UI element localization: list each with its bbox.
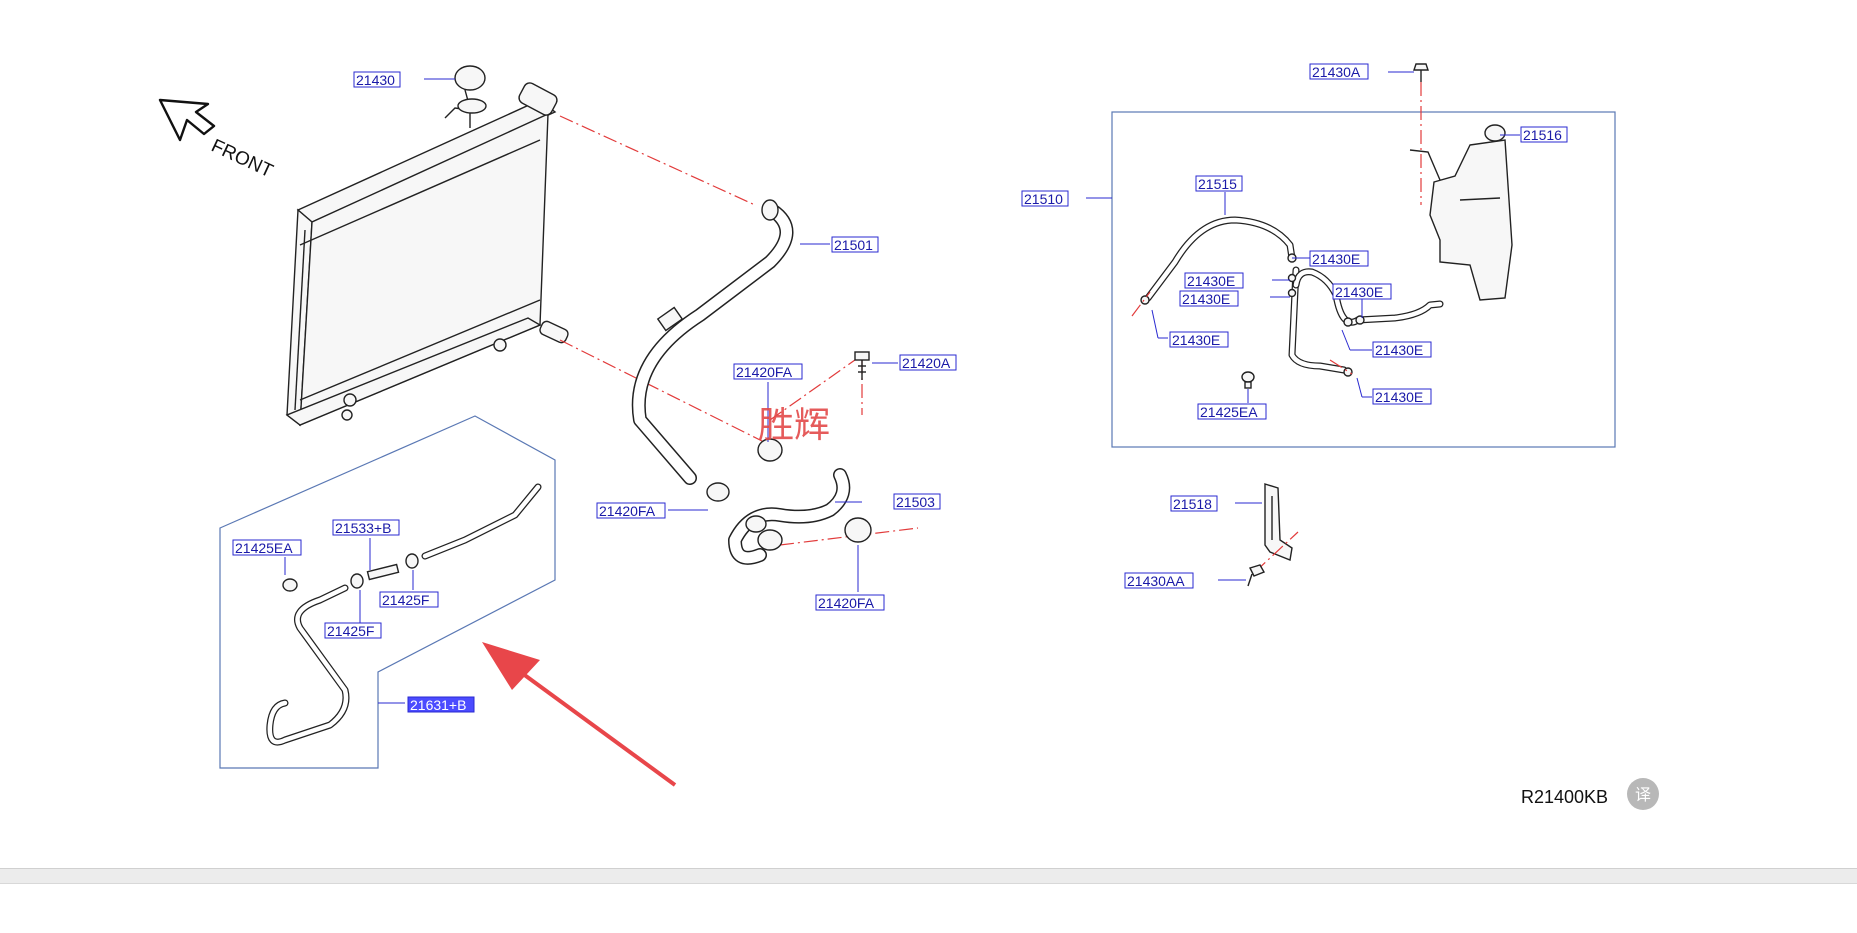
svg-text:21503: 21503 [896, 494, 935, 510]
svg-text:21420FA: 21420FA [818, 595, 875, 611]
svg-text:21430E: 21430E [1182, 291, 1230, 307]
svg-text:21420A: 21420A [902, 355, 951, 371]
svg-text:21430E: 21430E [1375, 389, 1423, 405]
svg-text:21510: 21510 [1024, 191, 1063, 207]
part-label-21430[interactable]: 21430 [353, 71, 401, 88]
svg-text:21515: 21515 [1198, 176, 1237, 192]
part-label-21430E-6[interactable]: 21430E [1372, 341, 1432, 358]
part-label-21430AA[interactable]: 21430AA [1124, 572, 1194, 589]
part-label-21430E-1[interactable]: 21430E [1309, 250, 1369, 267]
svg-text:21425F: 21425F [382, 592, 429, 608]
oil-cooler-hose [266, 483, 542, 746]
part-label-21631B[interactable]: 21631+B [407, 696, 475, 713]
part-label-21518[interactable]: 21518 [1170, 495, 1218, 512]
leader-lines [284, 71, 1520, 704]
svg-text:21425EA: 21425EA [235, 540, 293, 556]
reservoir-group-frame [1111, 111, 1616, 448]
svg-text:21430E: 21430E [1375, 342, 1423, 358]
hose-kit-frame [219, 415, 556, 769]
part-label-21430E-7[interactable]: 21430E [1372, 388, 1432, 405]
horizontal-scrollbar[interactable] [0, 868, 1857, 884]
svg-text:21425F: 21425F [327, 623, 374, 639]
front-label: FRONT [208, 135, 277, 182]
part-label-21420FA-bottom[interactable]: 21420FA [815, 594, 885, 611]
part-label-21501[interactable]: 21501 [831, 236, 879, 253]
part-label-21430E-3[interactable]: 21430E [1332, 283, 1392, 300]
svg-text:21430A: 21430A [1312, 64, 1361, 80]
lower-hose [728, 468, 872, 565]
reservoir-bracket [1264, 483, 1293, 561]
svg-text:21425EA: 21425EA [1200, 404, 1258, 420]
svg-text:21430AA: 21430AA [1127, 573, 1185, 589]
svg-text:21516: 21516 [1523, 127, 1562, 143]
part-label-21420FA-top[interactable]: 21420FA [733, 363, 803, 380]
radiator [285, 82, 569, 427]
reservoir-tank [1409, 124, 1513, 301]
front-arrow-icon [158, 98, 216, 142]
upper-hose [631, 199, 794, 502]
part-label-21503[interactable]: 21503 [893, 493, 941, 510]
svg-text:21430E: 21430E [1312, 251, 1360, 267]
part-label-21516[interactable]: 21516 [1520, 126, 1568, 143]
reservoir-bolt [1413, 63, 1429, 82]
part-label-21430E-2[interactable]: 21430E [1184, 272, 1244, 289]
part-label-21515[interactable]: 21515 [1195, 175, 1243, 192]
part-label-21533B[interactable]: 21533+B [332, 519, 400, 536]
translate-button[interactable]: 译 [1627, 778, 1659, 810]
red-pointer-arrow [482, 642, 677, 787]
svg-text:21533+B: 21533+B [335, 520, 391, 536]
part-label-21430E-4[interactable]: 21430E [1179, 290, 1239, 307]
hose-clamp [757, 438, 783, 462]
svg-text:21430E: 21430E [1172, 332, 1220, 348]
radiator-cap [454, 65, 487, 114]
svg-text:21420FA: 21420FA [599, 503, 656, 519]
svg-text:21420FA: 21420FA [736, 364, 793, 380]
svg-text:21518: 21518 [1173, 496, 1212, 512]
svg-text:21430E: 21430E [1335, 284, 1383, 300]
grommet-right [1241, 371, 1255, 389]
front-indicator: FRONT [158, 98, 277, 182]
part-label-21425EA-right[interactable]: 21425EA [1197, 403, 1267, 420]
part-label-21510[interactable]: 21510 [1021, 190, 1069, 207]
watermark-text: 胜辉 [758, 405, 830, 446]
part-label-21420FA-left[interactable]: 21420FA [596, 502, 666, 519]
bracket-bolt [1247, 564, 1266, 587]
part-label-21425F-right[interactable]: 21425F [379, 591, 439, 608]
diagram-code: R21400KB [1521, 787, 1608, 807]
translate-icon: 译 [1635, 785, 1651, 804]
svg-text:21501: 21501 [834, 237, 873, 253]
part-label-21425F-left[interactable]: 21425F [324, 622, 382, 639]
part-label-21430E-5[interactable]: 21430E [1169, 331, 1229, 348]
part-label-21420A[interactable]: 21420A [899, 354, 957, 371]
part-label-21425EA-left[interactable]: 21425EA [232, 539, 302, 556]
part-label-21430A[interactable]: 21430A [1309, 63, 1369, 80]
svg-text:21430: 21430 [356, 72, 395, 88]
svg-text:21430E: 21430E [1187, 273, 1235, 289]
bolt [854, 351, 870, 380]
svg-text:21631+B: 21631+B [410, 697, 466, 713]
